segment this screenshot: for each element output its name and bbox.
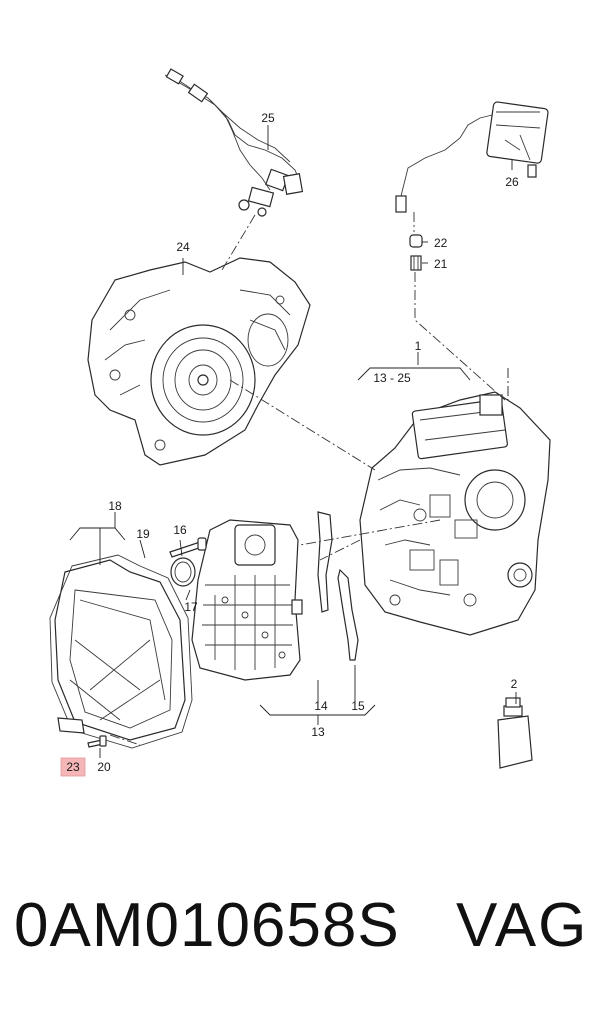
seal-ring-part-17 — [170, 557, 196, 587]
gasket-part-15 — [337, 568, 359, 661]
bolt-part-20 — [87, 735, 107, 748]
footer: 0AM010658S VAG — [0, 890, 600, 990]
callout-16: 16 — [173, 523, 187, 537]
wiring-harness-part-25 — [164, 68, 304, 217]
callout-24: 24 — [176, 240, 190, 254]
callout-25: 25 — [261, 111, 275, 125]
oil-pan-cover-part-18 — [54, 559, 186, 741]
callout-2: 2 — [511, 677, 518, 691]
clip-part-23 — [57, 717, 85, 734]
part-number: 0AM010658S — [14, 891, 400, 960]
sensor-part-21 — [410, 255, 422, 271]
callout-19: 19 — [136, 527, 150, 541]
callout-17: 17 — [184, 600, 198, 614]
control-module-part-26 — [395, 101, 549, 213]
callout-23: 23 — [66, 760, 80, 774]
bolt-part-16 — [169, 537, 207, 558]
gearbox-housing-part-24 — [87, 257, 311, 466]
callout-18: 18 — [108, 499, 122, 513]
callout-14: 14 — [314, 699, 328, 713]
callout-26: 26 — [505, 175, 519, 189]
plug-part-22 — [409, 234, 423, 248]
exploded-parts-diagram: 25 26 22 21 24 1 13 - 25 18 19 16 17 14 … — [49, 68, 551, 777]
transmission-assembly-part-1 — [359, 391, 551, 636]
callout-22: 22 — [434, 236, 448, 250]
oil-bottle-part-2 — [497, 697, 533, 769]
callout-1-range: 13 - 25 — [373, 371, 411, 385]
callout-13: 13 — [311, 725, 325, 739]
brand-label: VAG — [456, 891, 589, 960]
callout-20: 20 — [97, 760, 111, 774]
gasket-part-19 — [49, 554, 193, 749]
callout-21: 21 — [434, 257, 448, 271]
valve-body-part-13 — [191, 519, 303, 681]
callout-23-highlighted: 23 — [60, 757, 86, 777]
callout-15: 15 — [351, 699, 365, 713]
gasket-part-14 — [317, 511, 333, 613]
callout-1: 1 — [415, 339, 422, 353]
